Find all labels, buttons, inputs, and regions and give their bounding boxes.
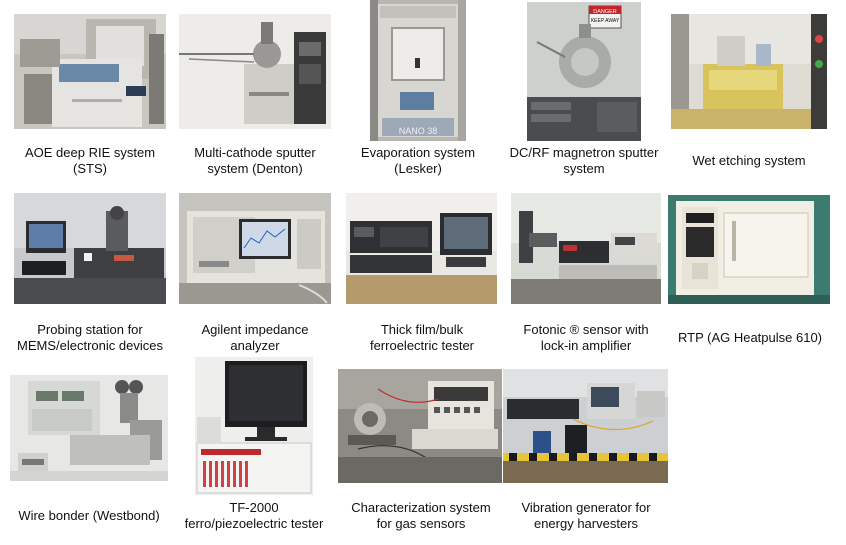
caption-line: RTP (AG Heatpulse 610) bbox=[677, 330, 823, 345]
caption-dc-rf-magnetron-sputter: DC/RF magnetron sputter system bbox=[498, 145, 670, 177]
caption-multi-cathode-sputter: Multi-cathode sputter system (Denton) bbox=[170, 145, 340, 177]
caption-line: system bbox=[563, 161, 605, 176]
caption-line: MEMS/electronic devices bbox=[17, 338, 163, 353]
caption-line: Vibration generator for bbox=[521, 500, 651, 515]
caption-evaporation-system: Evaporation system (Lesker) bbox=[343, 145, 493, 177]
caption-line: for gas sensors bbox=[376, 516, 466, 531]
caption-vibration-generator: Vibration generator for energy harvester… bbox=[500, 500, 672, 532]
caption-line: Evaporation system bbox=[360, 145, 476, 160]
photo-wet-etching-system bbox=[671, 14, 827, 129]
caption-line: Multi-cathode sputter bbox=[194, 145, 316, 160]
caption-line: lock-in amplifier bbox=[540, 338, 632, 353]
danger-label: DANGER bbox=[593, 9, 617, 15]
caption-line: Wire bonder (Westbond) bbox=[18, 508, 160, 523]
photo-dc-rf-magnetron-sputter: DANGER KEEP AWAY bbox=[527, 2, 641, 141]
photo-gas-sensor-characterization bbox=[338, 369, 502, 483]
photo-rtp-heatpulse bbox=[668, 195, 830, 304]
caption-aoe-deep-rie: AOE deep RIE system (STS) bbox=[14, 145, 166, 177]
photo-wire-bonder bbox=[10, 375, 168, 481]
caption-line: Thick film/bulk bbox=[380, 322, 464, 337]
caption-line: (Lesker) bbox=[394, 161, 442, 176]
photo-evaporation-system: NANO 38 bbox=[370, 0, 466, 141]
caption-agilent-impedance-analyzer: Agilent impedance analyzer bbox=[170, 322, 340, 354]
caption-line: (STS) bbox=[73, 161, 107, 176]
caption-gas-sensor-characterization: Characterization system for gas sensors bbox=[333, 500, 509, 532]
photo-aoe-deep-rie bbox=[14, 14, 166, 129]
keep-away-label: KEEP AWAY bbox=[591, 18, 620, 24]
caption-line: DC/RF magnetron sputter bbox=[509, 145, 659, 160]
caption-line: Wet etching system bbox=[692, 153, 806, 168]
caption-wet-etching-system: Wet etching system bbox=[671, 153, 827, 169]
caption-line: Agilent impedance bbox=[201, 322, 309, 337]
caption-fotonic-sensor: Fotonic ® sensor with lock-in amplifier bbox=[500, 322, 672, 354]
caption-line: Characterization system bbox=[351, 500, 491, 515]
caption-line: ferro/piezoelectric tester bbox=[184, 516, 324, 531]
photo-fotonic-sensor bbox=[511, 193, 661, 304]
nano-label: NANO 38 bbox=[399, 126, 438, 136]
caption-line: AOE deep RIE system bbox=[24, 145, 156, 160]
caption-ferroelectric-tester: Thick film/bulk ferroelectric tester bbox=[337, 322, 507, 354]
photo-tf2000-tester bbox=[195, 357, 313, 495]
caption-wire-bonder: Wire bonder (Westbond) bbox=[0, 508, 178, 524]
photo-vibration-generator bbox=[503, 369, 668, 483]
caption-line: system (Denton) bbox=[207, 161, 303, 176]
photo-agilent-impedance-analyzer bbox=[179, 193, 331, 304]
photo-multi-cathode-sputter bbox=[179, 14, 331, 129]
caption-line: ferroelectric tester bbox=[369, 338, 475, 353]
caption-line: Fotonic ® sensor with bbox=[523, 322, 649, 337]
caption-line: energy harvesters bbox=[533, 516, 639, 531]
caption-probing-station: Probing station for MEMS/electronic devi… bbox=[0, 322, 180, 354]
caption-tf2000-tester: TF-2000 ferro/piezoelectric tester bbox=[172, 500, 336, 532]
caption-line: Probing station for bbox=[37, 322, 143, 337]
caption-line: analyzer bbox=[230, 338, 280, 353]
caption-rtp-heatpulse: RTP (AG Heatpulse 610) bbox=[664, 330, 836, 346]
photo-ferroelectric-tester bbox=[346, 193, 497, 304]
caption-line: TF-2000 bbox=[229, 500, 279, 515]
photo-probing-station bbox=[14, 193, 166, 304]
